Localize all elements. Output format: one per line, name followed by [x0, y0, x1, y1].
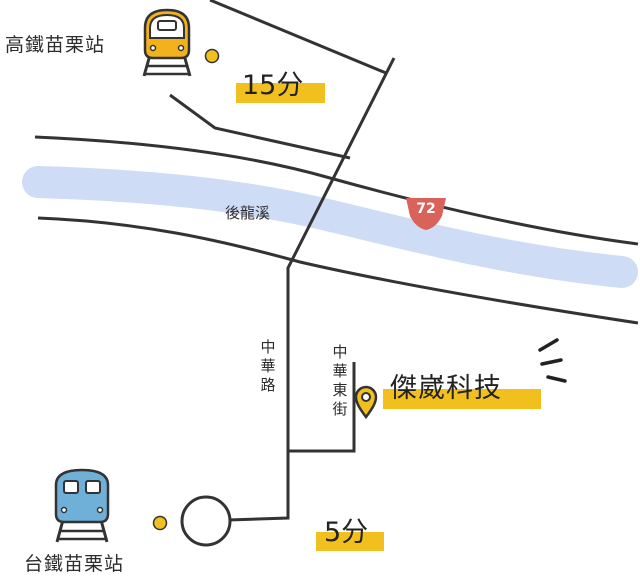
- tra-time-highlight: [316, 532, 384, 551]
- route-shield-label: 72: [416, 201, 436, 217]
- road-south-bank: [37, 216, 639, 325]
- roundabout: [180, 495, 232, 547]
- hsr-time-highlight: [236, 83, 325, 103]
- tra-travel-time: 5分: [324, 517, 369, 548]
- sparkle-lines: [538, 338, 567, 383]
- road-zhonghua: [227, 57, 396, 522]
- road-north-diagonal: [209, 0, 387, 75]
- river: [22, 166, 638, 288]
- location-pin-icon: [354, 385, 378, 420]
- hsr-travel-time: 15分: [242, 70, 304, 101]
- tra-train-icon: [54, 468, 110, 543]
- hsr-station-dot: [204, 48, 220, 64]
- road-north-west: [169, 93, 351, 160]
- destination-label: 傑崴科技: [390, 373, 502, 404]
- route-shield-72: [406, 198, 446, 230]
- hsr-station-label: 高鐵苗栗站: [5, 34, 106, 56]
- road-zhonghua-east: [288, 362, 356, 453]
- river-label: 後龍溪: [225, 204, 271, 222]
- road-label-zhonghua-east-st: 中華東街: [332, 343, 348, 418]
- road-label-zhonghua-rd: 中華路: [260, 338, 276, 394]
- road-north-bank: [34, 135, 639, 246]
- tra-station-dot: [152, 515, 168, 531]
- tra-station-label: 台鐵苗栗站: [24, 553, 125, 575]
- destination-highlight: [383, 389, 541, 409]
- hsr-train-icon: [142, 8, 192, 77]
